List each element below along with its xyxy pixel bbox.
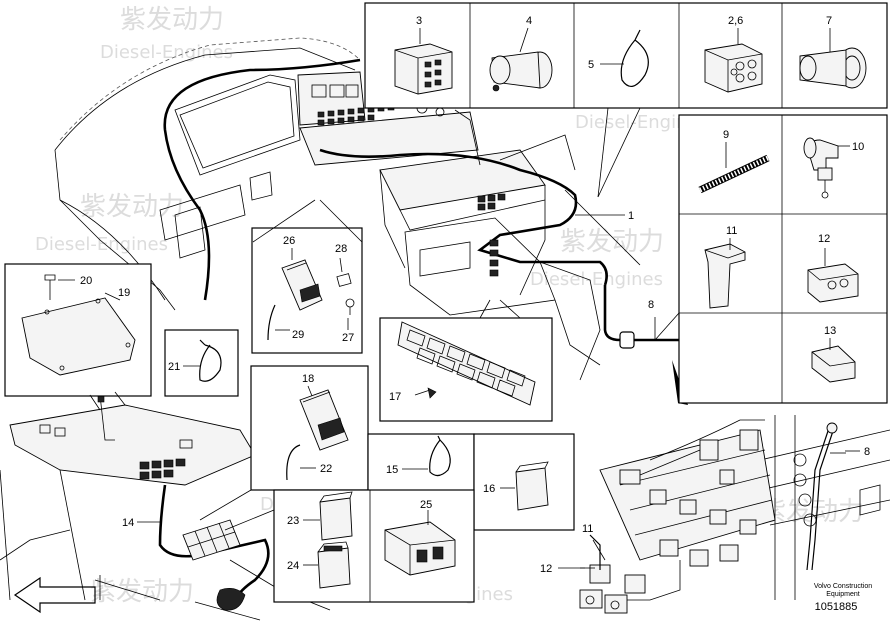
callout-20: 20 bbox=[80, 275, 92, 287]
caption-equipment: Equipment bbox=[826, 591, 860, 598]
callout-8-top: 8 bbox=[648, 299, 654, 311]
svg-text:Diesel-Engines: Diesel-Engines bbox=[100, 42, 233, 63]
callout-24: 24 bbox=[287, 560, 299, 572]
callout-18: 18 bbox=[302, 373, 314, 385]
direction-arrow bbox=[13, 576, 96, 614]
callout-12-right: 12 bbox=[818, 233, 830, 245]
inset-box-15 bbox=[367, 433, 475, 492]
callout-23: 23 bbox=[287, 515, 299, 527]
svg-text:Diesel-Engines: Diesel-Engines bbox=[575, 112, 708, 133]
callout-4: 4 bbox=[526, 15, 532, 27]
hydraulic-valve-assembly bbox=[579, 415, 890, 614]
svg-text:Diesel-Engines: Diesel-Engines bbox=[35, 234, 168, 255]
callout-15: 15 bbox=[386, 464, 398, 476]
keypad-grid bbox=[139, 458, 186, 480]
callout-5: 5 bbox=[588, 59, 594, 71]
callout-21: 21 bbox=[168, 361, 180, 373]
keypad-14 bbox=[182, 519, 241, 561]
harness-bundle bbox=[489, 239, 499, 277]
inset-box-21 bbox=[164, 329, 239, 397]
callout-3: 3 bbox=[416, 15, 422, 27]
caption-company: Volvo Construction bbox=[814, 583, 872, 590]
parts-column-right bbox=[678, 114, 888, 404]
callout-10: 10 bbox=[852, 141, 864, 153]
callout-8-bottom: 8 bbox=[864, 446, 870, 458]
callout-13: 13 bbox=[824, 325, 836, 337]
svg-text:紫发动力: 紫发动力 bbox=[120, 5, 224, 35]
callout-1: 1 bbox=[628, 210, 634, 222]
callout-27: 27 bbox=[342, 332, 354, 344]
inset-box-19-20 bbox=[4, 263, 152, 411]
callout-9: 9 bbox=[723, 129, 729, 141]
callout-22: 22 bbox=[320, 463, 332, 475]
callout-14: 14 bbox=[122, 517, 134, 529]
callout-25: 25 bbox=[420, 499, 432, 511]
drawing-caption: Volvo Construction Equipment 1051885 bbox=[814, 583, 872, 613]
inset-box-23-25 bbox=[273, 489, 475, 603]
cab-dashboard-drawing bbox=[0, 37, 715, 621]
left-control-panel bbox=[0, 389, 270, 611]
callout-28: 28 bbox=[335, 243, 347, 255]
svg-text:紫发动力: 紫发动力 bbox=[560, 227, 664, 257]
keypad-17 bbox=[406, 329, 526, 397]
callout-17: 17 bbox=[389, 391, 401, 403]
svg-text:紫发动力: 紫发动力 bbox=[90, 577, 194, 607]
leader-lines bbox=[137, 107, 846, 569]
callout-12-bottom: 12 bbox=[540, 563, 552, 575]
inset-box-16 bbox=[473, 433, 575, 531]
callout-19: 19 bbox=[118, 287, 130, 299]
caption-drawing-number: 1051885 bbox=[815, 601, 858, 613]
svg-text:紫发动力: 紫发动力 bbox=[80, 192, 184, 222]
callout-16: 16 bbox=[483, 483, 495, 495]
parts-row-top bbox=[364, 2, 888, 109]
callout-11-bottom: 11 bbox=[582, 523, 593, 535]
svg-text:Diesel-Engines: Diesel-Engines bbox=[530, 269, 663, 290]
callout-7: 7 bbox=[826, 15, 832, 27]
inset-box-18-22 bbox=[250, 365, 369, 491]
callout-11-right: 11 bbox=[726, 225, 737, 237]
inset-box-26-29 bbox=[251, 227, 363, 354]
callout-29: 29 bbox=[292, 329, 304, 341]
callout-26: 26 bbox=[283, 235, 295, 247]
callout-labels: 1 2,6 3 4 5 7 8 8 9 10 11 11 12 12 13 14… bbox=[80, 15, 870, 575]
inset-box-17 bbox=[379, 317, 553, 422]
callout-2-6: 2,6 bbox=[728, 15, 743, 27]
